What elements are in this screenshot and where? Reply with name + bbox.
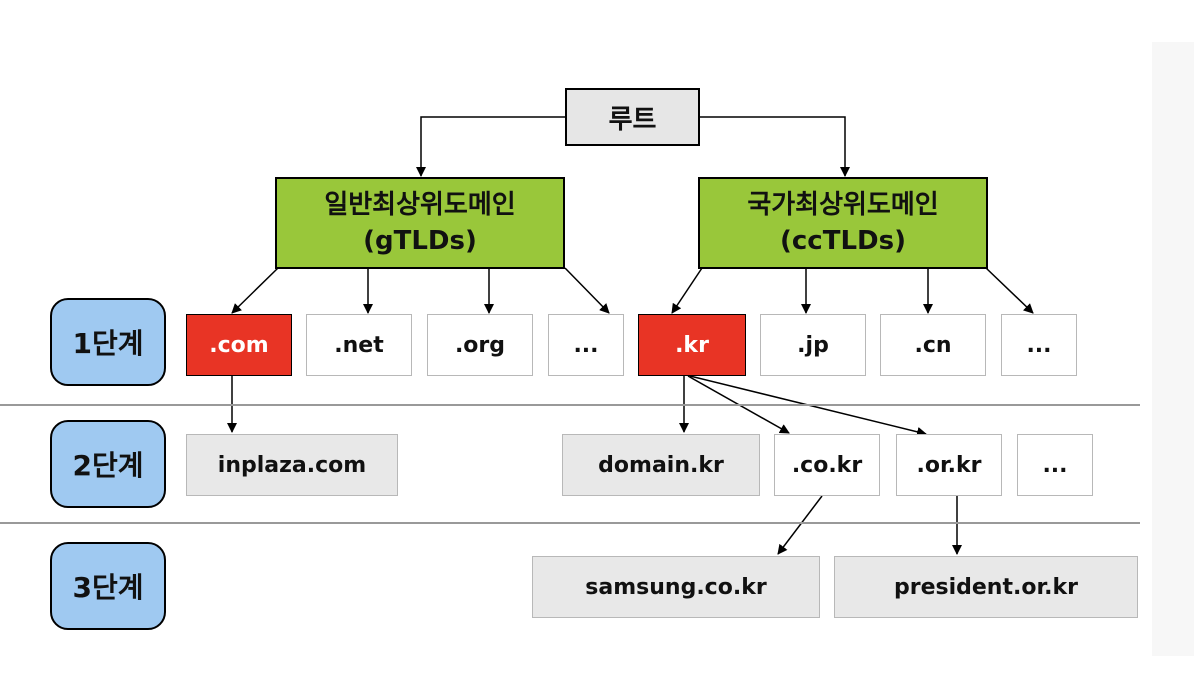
node-level2-more: ... (1017, 434, 1093, 496)
node-cn: .cn (880, 314, 986, 376)
background-strip (1152, 42, 1194, 656)
cctld-title: 국가최상위도메인 (747, 190, 939, 220)
connector-cctld-more (985, 267, 1034, 314)
node-cctld-more: ... (1001, 314, 1077, 376)
root-node: 루트 (565, 88, 700, 146)
node-co-kr: .co.kr (774, 434, 880, 496)
node-jp: .jp (760, 314, 866, 376)
connector-gtld-more (564, 267, 610, 314)
gtld-subtitle: (gTLDs) (363, 226, 477, 256)
connector-root-gtld (416, 116, 565, 177)
gtld-node: 일반최상위도메인 (gTLDs) (275, 177, 565, 269)
level-separator (0, 522, 1140, 524)
level-2-label: 2단계 (50, 420, 166, 508)
node-net: .net (306, 314, 412, 376)
node-president: president.or.kr (834, 556, 1138, 618)
node-gtld-more: ... (548, 314, 624, 376)
level-1-label: 1단계 (50, 298, 166, 386)
node-org: .org (427, 314, 533, 376)
node-or-kr: .or.kr (896, 434, 1002, 496)
connector-cctld-kr (671, 267, 703, 314)
connector-root-cctld (700, 116, 850, 177)
node-samsung: samsung.co.kr (532, 556, 820, 618)
root-label: 루트 (608, 104, 657, 135)
level-3-label: 3단계 (50, 542, 166, 630)
gtld-title: 일반최상위도메인 (324, 190, 516, 220)
node-kr: .kr (638, 314, 746, 376)
cctld-subtitle: (ccTLDs) (780, 226, 906, 256)
level-separator (0, 404, 1140, 406)
connector-cokr-samsung (777, 495, 823, 555)
connector-gtld-com (231, 267, 279, 314)
node-inplaza: inplaza.com (186, 434, 398, 496)
node-com: .com (186, 314, 292, 376)
cctld-node: 국가최상위도메인 (ccTLDs) (698, 177, 988, 269)
node-domain-kr: domain.kr (562, 434, 760, 496)
